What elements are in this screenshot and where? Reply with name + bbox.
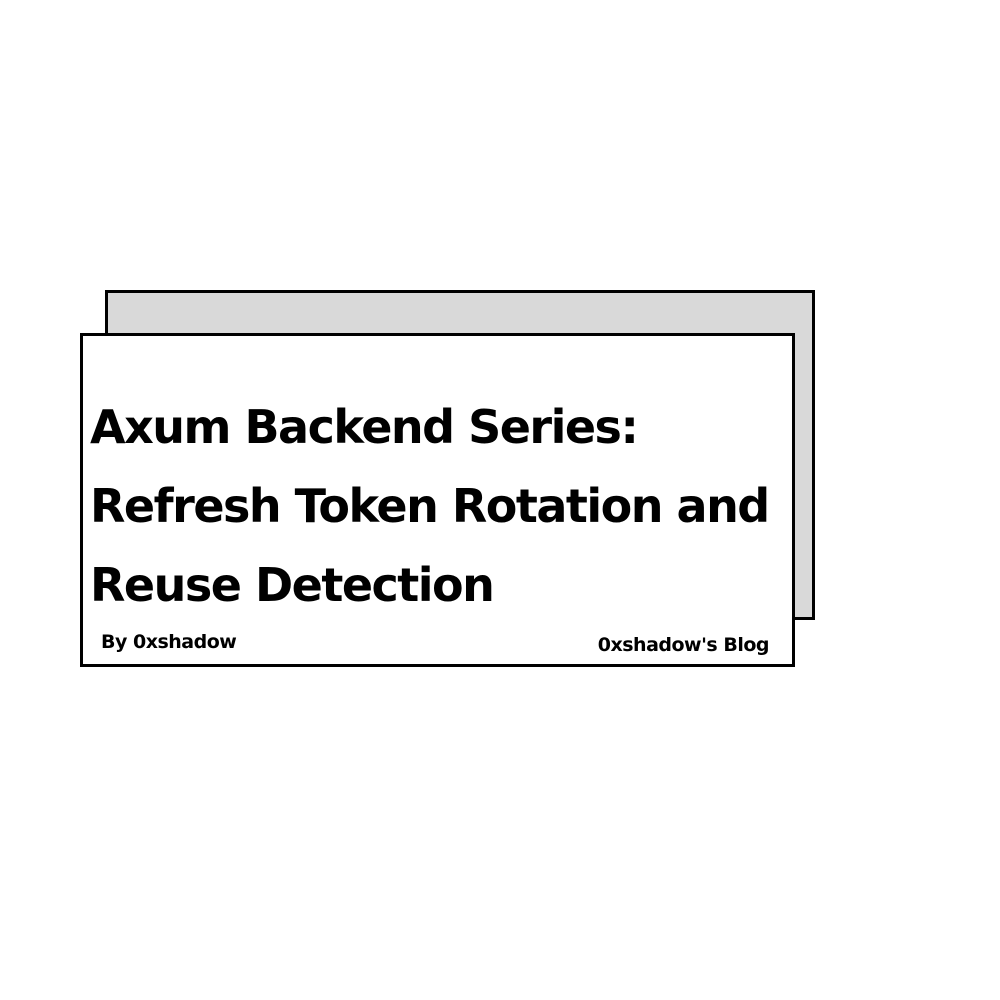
blog-name: 0xshadow's Blog: [597, 634, 770, 656]
author-byline: By 0xshadow: [101, 631, 237, 653]
title-card: Axum Backend Series: Refresh Token Rotat…: [80, 333, 795, 667]
title-line-1: Axum Backend Series:: [90, 400, 639, 454]
post-title: Axum Backend Series: Refresh Token Rotat…: [90, 388, 790, 625]
title-line-3: Reuse Detection: [90, 558, 495, 612]
title-line-2: Refresh Token Rotation and: [90, 479, 770, 533]
